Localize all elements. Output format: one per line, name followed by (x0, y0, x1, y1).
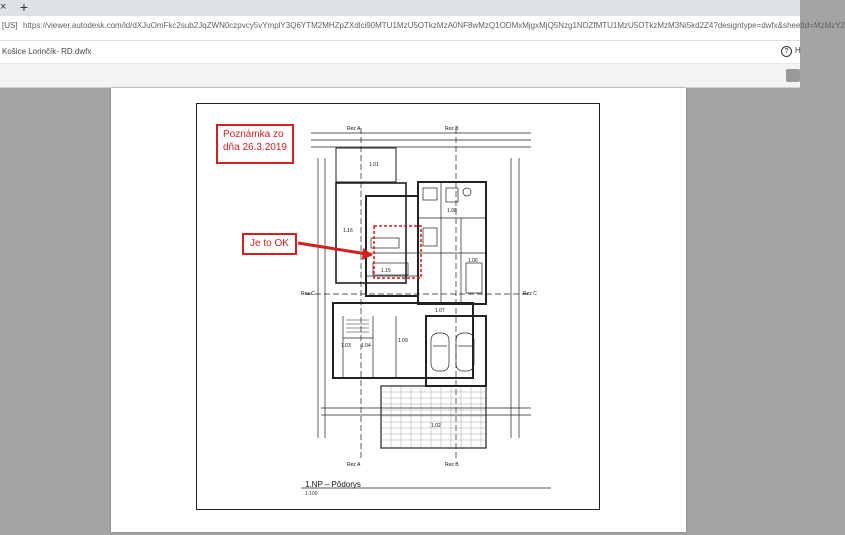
room-label: 1.02 (431, 423, 441, 429)
floor-plan (297, 128, 551, 489)
annotation-arrow (297, 241, 368, 256)
room-label: 1.08 (447, 208, 457, 214)
room-label: 1.16 (343, 228, 353, 234)
address-prefix: [US] (2, 21, 18, 30)
section-label: Rez C (301, 291, 315, 297)
section-label: Rez A (347, 462, 361, 468)
section-label: Rez B (445, 126, 459, 132)
section-label: Rez A (347, 126, 361, 132)
toolbar-button[interactable] (786, 69, 800, 82)
terrace-outline (335, 147, 397, 183)
drawing-frame (196, 103, 600, 510)
section-label: Rez B (445, 462, 459, 468)
note-callout: Poznámka zo dňa 26.3.2019 (216, 124, 294, 164)
drawing-title: 1.NP – Pôdorys (305, 480, 361, 489)
room-label: 1.01 (369, 162, 379, 168)
new-tab-button[interactable]: + (19, 0, 29, 15)
south-wing-walls (332, 302, 474, 379)
help-button[interactable]: ?H (781, 46, 801, 57)
help-label: H (795, 46, 801, 55)
drawing-scale: 1:100 (305, 491, 318, 497)
drawing-sheet[interactable]: Poznámka zo dňa 26.3.2019 Je to OK Rez A… (111, 88, 686, 532)
wall-west (335, 182, 407, 284)
file-name: Košice Lorinčík- RD.dwfx (2, 47, 92, 56)
address-url[interactable]: https://viewer.autodesk.com/id/dXJuOmFkc… (23, 21, 845, 30)
room-label: 1.03 (341, 343, 351, 349)
browser-tab-bar: × + (0, 0, 800, 16)
highlight-dashed-box (373, 225, 422, 279)
section-label: Rez C (523, 291, 537, 297)
annotation-arrow-head (362, 248, 373, 260)
help-circle-icon: ? (781, 46, 792, 57)
room-label: 1.07 (435, 308, 445, 314)
room-label: 1.04 (361, 343, 371, 349)
close-tab-icon[interactable]: × (0, 1, 7, 13)
room-label: 1.09 (398, 338, 408, 344)
room-label: 1.06 (468, 258, 478, 264)
viewer-toolbar (0, 64, 800, 88)
viewer-header: Košice Lorinčík- RD.dwfx ?H (0, 41, 801, 64)
address-bar[interactable]: [US] https://viewer.autodesk.com/id/dXJu… (0, 16, 845, 41)
room-label: 1.15 (381, 268, 391, 274)
ok-callout: Je to OK (242, 233, 297, 255)
terrace-paving (380, 385, 487, 449)
